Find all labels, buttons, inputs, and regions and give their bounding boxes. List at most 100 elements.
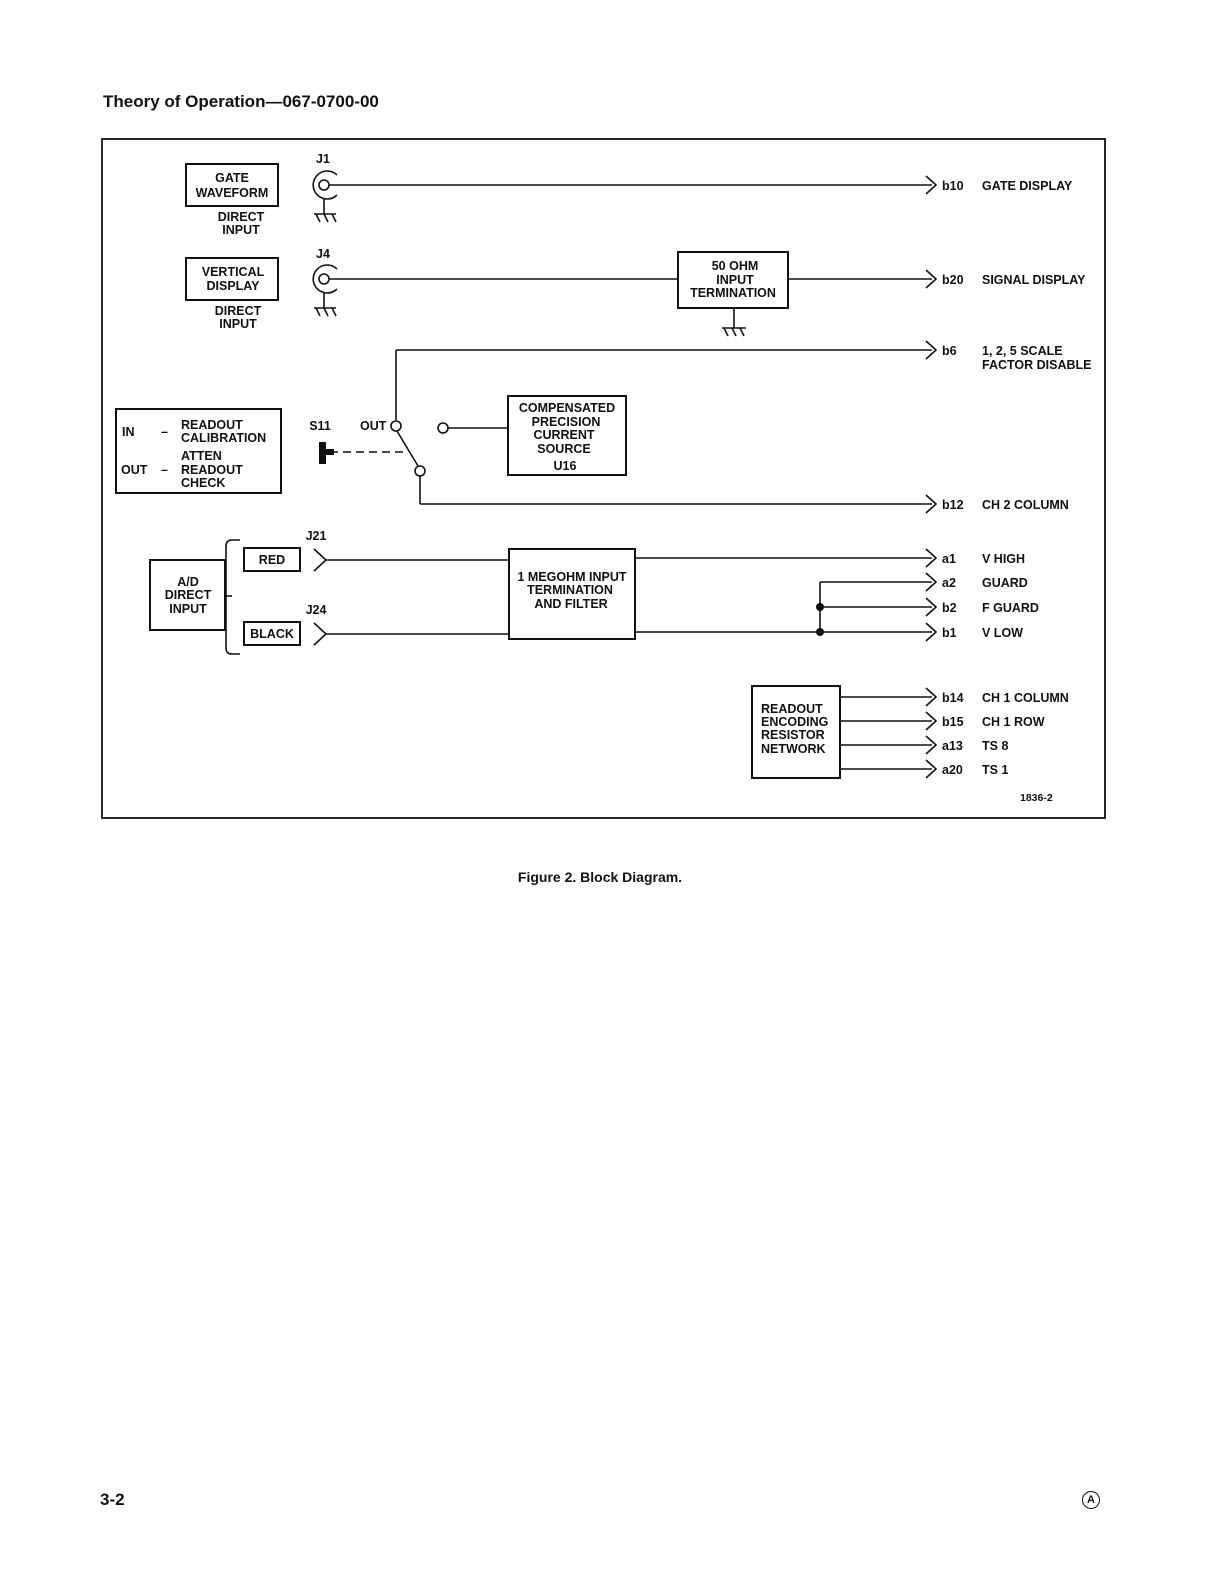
- megohm-label-1: 1 MEGOHM INPUT: [517, 570, 626, 584]
- pin-b2: b2: [942, 601, 957, 615]
- signal-name-a13: TS 8: [982, 739, 1008, 753]
- ohm50-label-2: INPUT: [716, 273, 754, 287]
- megohm-block: [508, 548, 636, 640]
- legend-in-text-2: CALIBRATION: [181, 431, 266, 445]
- j1-direct-label: DIRECT: [218, 210, 265, 224]
- black-jack-label: BLACK: [250, 627, 294, 641]
- legend-out-key: OUT: [121, 463, 148, 477]
- legend-in-text-1: READOUT: [181, 418, 243, 432]
- current-source-terminal: [437, 422, 449, 434]
- signal-name-a2: GUARD: [982, 576, 1028, 590]
- output-arrow-b15: [925, 711, 938, 731]
- ohm50-block: [677, 251, 789, 309]
- megohm-label-3: AND FILTER: [534, 597, 607, 611]
- output-arrow-b10: [925, 175, 938, 195]
- output-arrow-a1: [925, 548, 938, 568]
- output-arrow-b12: [925, 494, 938, 514]
- ohm50-label-3: TERMINATION: [690, 286, 776, 300]
- current-source-label-3: CURRENT: [533, 428, 594, 442]
- vertical-display-label-1: VERTICAL: [202, 265, 265, 279]
- switch-out-label: OUT: [360, 419, 387, 433]
- signal-name-b12: CH 2 COLUMN: [982, 498, 1069, 512]
- output-arrow-b14: [925, 687, 938, 707]
- diagram-frame: [101, 138, 1106, 819]
- switch-arm: [396, 430, 419, 467]
- ohm50-ground: [722, 308, 746, 337]
- revision-mark: A: [1082, 1491, 1100, 1509]
- s11-ref: S11: [309, 419, 331, 433]
- output-arrow-b20: [925, 269, 938, 289]
- figure-caption: Figure 2. Block Diagram.: [517, 869, 683, 885]
- ad-label-3: INPUT: [169, 602, 207, 616]
- figure-id: 1836-2: [1020, 792, 1053, 804]
- current-source-label-5: U16: [554, 459, 577, 473]
- red-jack-label: RED: [259, 553, 285, 567]
- switch-actuator: [319, 442, 326, 464]
- legend-in-key: IN: [122, 425, 135, 439]
- junction-dot-b1: [816, 628, 824, 636]
- output-arrow-a13: [925, 735, 938, 755]
- readout-network-label-3: RESISTOR: [761, 728, 825, 742]
- j1-bnc-connector: [312, 170, 338, 223]
- j4-ref: J4: [316, 247, 330, 261]
- page-number: 3-2: [100, 1490, 125, 1509]
- pin-b10: b10: [942, 179, 964, 193]
- j1-ref: J1: [316, 152, 330, 166]
- output-arrow-a20: [925, 759, 938, 779]
- readout-network-block: [751, 685, 841, 779]
- j1-input-label: INPUT: [222, 223, 260, 237]
- signal-name-b2: F GUARD: [982, 601, 1039, 615]
- ad-label-2: DIRECT: [165, 588, 212, 602]
- switch-in-contact: [414, 465, 426, 477]
- junction-dot-b2: [816, 603, 824, 611]
- black-jack-box: [243, 621, 301, 646]
- j21-jack: [313, 548, 328, 572]
- signal-name-a1: V HIGH: [982, 552, 1025, 566]
- megohm-label-2: TERMINATION: [527, 583, 613, 597]
- j4-bnc-connector: [312, 264, 338, 317]
- output-arrow-b1: [925, 622, 938, 642]
- signal-name-b20: SIGNAL DISPLAY: [982, 273, 1086, 287]
- legend-out-text-2: CHECK: [181, 476, 225, 490]
- legend-out-dash: –: [161, 463, 168, 477]
- pin-b6: b6: [942, 344, 957, 358]
- signal-name-a20: TS 1: [982, 763, 1008, 777]
- j4-input-label: INPUT: [219, 317, 257, 331]
- vertical-display-label-2: DISPLAY: [206, 279, 260, 293]
- output-arrow-b6: [925, 340, 938, 360]
- ad-input-box: [149, 559, 226, 631]
- current-source-label-2: PRECISION: [532, 415, 601, 429]
- pin-b14: b14: [942, 691, 964, 705]
- current-source-label-4: SOURCE: [537, 442, 590, 456]
- switch-out-contact: [390, 420, 402, 432]
- signal-name-b1: V LOW: [982, 626, 1023, 640]
- signal-name-b6-2: FACTOR DISABLE: [982, 358, 1092, 372]
- pin-a13: a13: [942, 739, 963, 753]
- page-header: Theory of Operation—067-0700-00: [103, 92, 379, 111]
- output-arrow-a2: [925, 572, 938, 592]
- signal-name-b15: CH 1 ROW: [982, 715, 1045, 729]
- legend-box: [115, 408, 282, 494]
- pin-a20: a20: [942, 763, 963, 777]
- ohm50-label-1: 50 OHM: [712, 259, 759, 273]
- ad-bracket: [225, 539, 240, 655]
- pin-b12: b12: [942, 498, 964, 512]
- pin-b1: b1: [942, 626, 957, 640]
- legend-middle-text: ATTEN: [181, 449, 222, 463]
- pin-a1: a1: [942, 552, 956, 566]
- j4-direct-label: DIRECT: [215, 304, 262, 318]
- gate-waveform-label-2: WAVEFORM: [196, 186, 269, 200]
- readout-network-label-4: NETWORK: [761, 742, 826, 756]
- pin-b20: b20: [942, 273, 964, 287]
- output-arrow-b2: [925, 597, 938, 617]
- gate-waveform-box: [185, 163, 279, 207]
- signal-name-b6-1: 1, 2, 5 SCALE: [982, 344, 1063, 358]
- readout-network-label-1: READOUT: [761, 702, 823, 716]
- pin-b15: b15: [942, 715, 964, 729]
- current-source-label-1: COMPENSATED: [519, 401, 615, 415]
- gate-waveform-label-1: GATE: [215, 171, 249, 185]
- j24-ref: J24: [306, 603, 327, 617]
- legend-out-text-1: READOUT: [181, 463, 243, 477]
- vertical-display-box: [185, 257, 279, 301]
